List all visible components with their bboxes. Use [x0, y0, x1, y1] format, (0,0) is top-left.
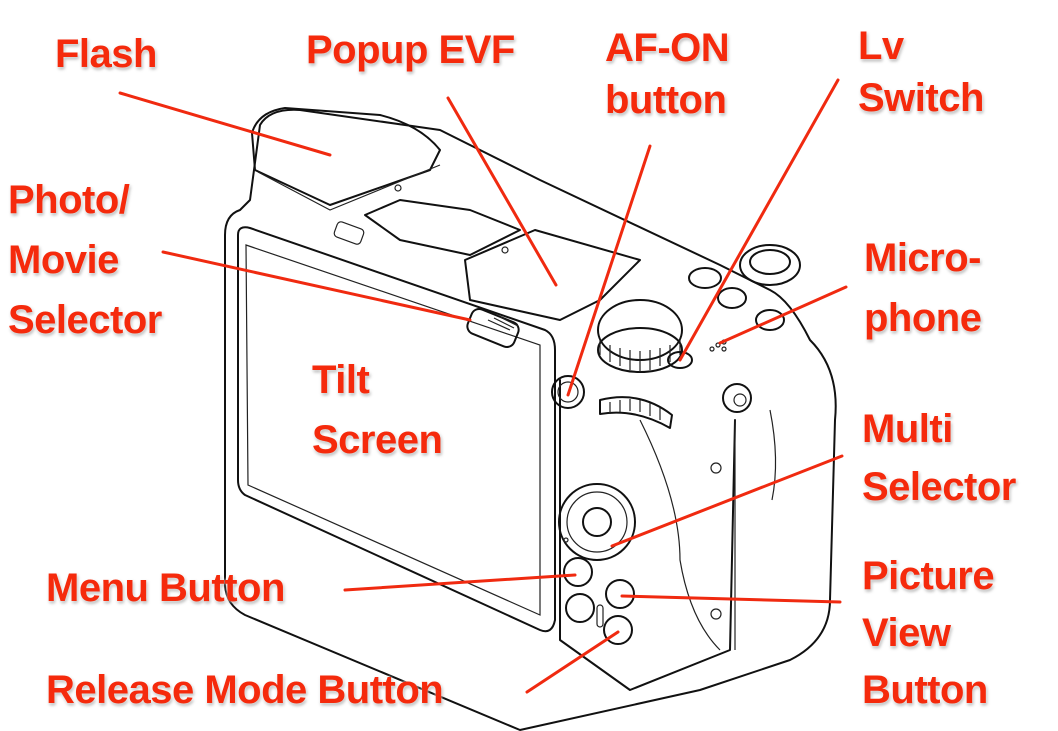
- label-multi-selector: Multi Selector: [862, 407, 1016, 509]
- leader-line-multi-selector: [610, 454, 844, 548]
- popup-evf-drawing: [333, 199, 641, 321]
- label-microphone: Micro- phone: [864, 236, 982, 340]
- label-flash: Flash: [55, 32, 157, 76]
- leader-line-microphone: [718, 285, 848, 345]
- leader-line-popup-evf: [446, 96, 558, 287]
- label-release-mode-button: Release Mode Button: [46, 668, 444, 712]
- label-menu-button: Menu Button: [46, 566, 285, 610]
- label-af-on-button: AF-ON button: [605, 26, 730, 122]
- leader-line-picture-view: [620, 594, 842, 604]
- flash-drawing: [251, 107, 441, 211]
- af-on-button-drawing: [551, 375, 585, 409]
- leader-line-photo-movie: [161, 250, 472, 322]
- camera-body: [224, 108, 837, 731]
- photo-movie-selector-drawing: [466, 307, 520, 349]
- label-popup-evf: Popup EVF: [306, 28, 515, 72]
- tilt-screen-drawing: [237, 226, 556, 633]
- leader-line-af-on: [566, 144, 652, 397]
- leader-line-release-mode: [525, 630, 620, 694]
- label-lv-switch: Lv Switch: [858, 24, 984, 120]
- label-tilt-screen: Tilt Screen: [312, 358, 443, 462]
- leader-line-lv-switch: [678, 78, 840, 362]
- leader-line-menu: [343, 573, 577, 592]
- leader-line-flash: [118, 91, 332, 157]
- strap-lug-drawing: [722, 383, 752, 413]
- bottom-buttons-drawing: [563, 462, 722, 645]
- top-controls-drawing: [667, 244, 801, 369]
- label-picture-view-button: Picture View Button: [862, 554, 995, 712]
- command-dial-drawing: [597, 299, 683, 373]
- label-photo-movie-selector: Photo/ Movie Selector: [8, 178, 162, 342]
- rear-dial-drawing: [599, 396, 673, 429]
- multi-selector-drawing: [558, 483, 636, 561]
